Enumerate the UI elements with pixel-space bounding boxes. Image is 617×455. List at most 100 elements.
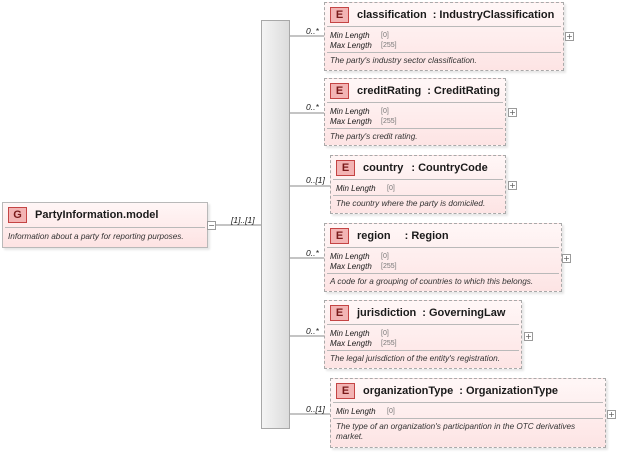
- divider: [333, 418, 603, 419]
- sequence-compositor[interactable]: [261, 20, 290, 429]
- facet-list: Min Length [0] Max Length [255]: [325, 248, 561, 273]
- facet-label: Min Length: [330, 328, 370, 338]
- occurrence-organization-type: 0..[1]: [306, 404, 325, 414]
- facet-value: [255]: [381, 262, 397, 270]
- element-classification[interactable]: E classification : IndustryClassificatio…: [324, 2, 564, 71]
- facet-label: Min Length: [330, 251, 370, 261]
- collapse-group-button[interactable]: −: [207, 221, 216, 230]
- element-type: : OrganizationType: [459, 384, 559, 397]
- facet-label: Min Length: [330, 106, 370, 116]
- facet-list: Min Length [0]: [331, 403, 605, 418]
- facet-label: Max Length: [330, 338, 372, 348]
- element-region[interactable]: E region : Region Min Length [0] Max Len…: [324, 223, 562, 292]
- divider: [327, 247, 559, 248]
- facet-list: Min Length [0]: [331, 180, 505, 195]
- facet-row: Min Length [0]: [336, 406, 600, 416]
- facet-value: [0]: [387, 184, 395, 192]
- element-header: E classification : IndustryClassificatio…: [325, 3, 563, 26]
- facet-value: [0]: [381, 329, 389, 337]
- group-party-information[interactable]: G PartyInformation.model Information abo…: [2, 202, 208, 248]
- element-name: region: [357, 229, 391, 242]
- facet-label: Min Length: [336, 406, 376, 416]
- divider: [5, 227, 205, 228]
- expand-classification-button[interactable]: +: [565, 32, 574, 41]
- facet-label: Min Length: [336, 183, 376, 193]
- facet-row: Max Length [255]: [330, 40, 558, 50]
- facet-row: Max Length [255]: [330, 261, 556, 271]
- divider: [327, 52, 561, 53]
- group-occurrence: [1]..[1]: [231, 215, 255, 225]
- divider: [327, 128, 503, 129]
- element-credit-rating[interactable]: E creditRating : CreditRating Min Length…: [324, 78, 506, 146]
- occurrence-region: 0..*: [306, 248, 319, 258]
- facet-value: [0]: [387, 407, 395, 415]
- divider: [333, 402, 603, 403]
- occurrence-credit-rating: 0..*: [306, 102, 319, 112]
- element-badge: E: [330, 227, 349, 244]
- facet-list: Min Length [0] Max Length [255]: [325, 27, 563, 52]
- facet-value: [0]: [381, 252, 389, 260]
- facet-value: [0]: [381, 31, 389, 39]
- facet-label: Max Length: [330, 40, 372, 50]
- element-description: The type of an organization's participan…: [336, 422, 576, 441]
- facet-value: [255]: [381, 117, 397, 125]
- element-description: The country where the party is domiciled…: [336, 199, 486, 208]
- element-header: E country : CountryCode: [331, 156, 505, 179]
- facet-label: Min Length: [330, 30, 370, 40]
- facet-label: Max Length: [330, 116, 372, 126]
- element-badge: E: [336, 159, 355, 176]
- element-description: The party's industry sector classificati…: [330, 56, 477, 65]
- facet-label: Max Length: [330, 261, 372, 271]
- occurrence-country: 0..[1]: [306, 175, 325, 185]
- element-header: E region : Region: [325, 224, 561, 247]
- element-name: creditRating: [357, 84, 422, 97]
- facet-row: Min Length [0]: [330, 106, 500, 116]
- facet-row: Min Length [0]: [336, 183, 500, 193]
- element-type: : IndustryClassification: [432, 8, 555, 21]
- occurrence-jurisdiction: 0..*: [306, 326, 319, 336]
- element-name: organizationType: [363, 384, 454, 397]
- element-organization-type[interactable]: E organizationType : OrganizationType Mi…: [330, 378, 606, 448]
- divider: [333, 195, 503, 196]
- facet-row: Min Length [0]: [330, 328, 516, 338]
- facet-value: [255]: [381, 339, 397, 347]
- facet-list: Min Length [0] Max Length [255]: [325, 325, 521, 350]
- element-badge: E: [330, 304, 349, 321]
- element-type: : CreditRating: [427, 84, 500, 97]
- facet-value: [255]: [381, 41, 397, 49]
- element-type: : CountryCode: [411, 161, 488, 174]
- element-badge: E: [336, 382, 355, 399]
- facet-row: Min Length [0]: [330, 30, 558, 40]
- facet-value: [0]: [381, 107, 389, 115]
- element-type: : Region: [404, 229, 449, 242]
- element-description: The party's credit rating.: [330, 132, 418, 141]
- divider: [327, 26, 561, 27]
- divider: [327, 350, 519, 351]
- element-name: classification: [357, 8, 427, 21]
- facet-row: Max Length [255]: [330, 338, 516, 348]
- divider: [333, 179, 503, 180]
- element-name: jurisdiction: [357, 306, 417, 319]
- element-country[interactable]: E country : CountryCode Min Length [0] T…: [330, 155, 506, 214]
- group-title: PartyInformation.model: [35, 209, 159, 221]
- facet-list: Min Length [0] Max Length [255]: [325, 103, 505, 128]
- facet-row: Min Length [0]: [330, 251, 556, 261]
- facet-row: Max Length [255]: [330, 116, 500, 126]
- element-name: country: [363, 161, 404, 174]
- element-header: E jurisdiction : GoverningLaw: [325, 301, 521, 324]
- expand-jurisdiction-button[interactable]: +: [524, 332, 533, 341]
- element-header: E creditRating : CreditRating: [325, 79, 505, 102]
- expand-organization-type-button[interactable]: +: [607, 410, 616, 419]
- group-badge: G: [8, 207, 27, 223]
- group-header: G PartyInformation.model: [3, 203, 207, 227]
- element-description: The legal jurisdiction of the entity's r…: [330, 354, 500, 363]
- occurrence-classification: 0..*: [306, 26, 319, 36]
- expand-country-button[interactable]: +: [508, 181, 517, 190]
- element-description: A code for a grouping of countries to wh…: [330, 277, 534, 286]
- expand-region-button[interactable]: +: [562, 254, 571, 263]
- divider: [327, 324, 519, 325]
- divider: [327, 102, 503, 103]
- expand-credit-rating-button[interactable]: +: [508, 108, 517, 117]
- element-type: : GoverningLaw: [422, 306, 506, 319]
- element-jurisdiction[interactable]: E jurisdiction : GoverningLaw Min Length…: [324, 300, 522, 369]
